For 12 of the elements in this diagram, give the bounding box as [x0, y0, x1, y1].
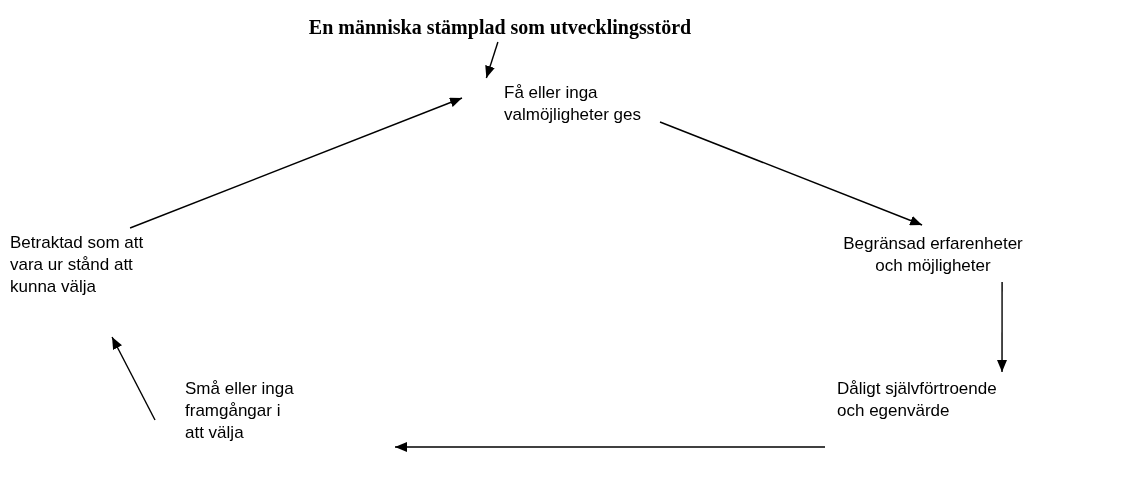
arrow: [394, 442, 826, 452]
node-text: Få eller inga valmöjligheter ges: [504, 82, 642, 126]
arrow: [129, 97, 463, 229]
arrow: [997, 281, 1008, 373]
node-text: Dåligt självförtroende och egenvärde: [837, 378, 998, 422]
arrow: [111, 336, 156, 421]
node-text: Begränsad erfarenheter och möjligheter: [842, 233, 1024, 277]
arrow: [485, 41, 499, 79]
heading-text: En människa stämplad som utvecklingsstörd: [308, 16, 692, 38]
node-text: Betraktad som att vara ur stånd att kunna välja: [10, 232, 145, 298]
arrow: [659, 121, 923, 226]
node-text: Små eller inga framgångar i att välja: [185, 378, 295, 444]
